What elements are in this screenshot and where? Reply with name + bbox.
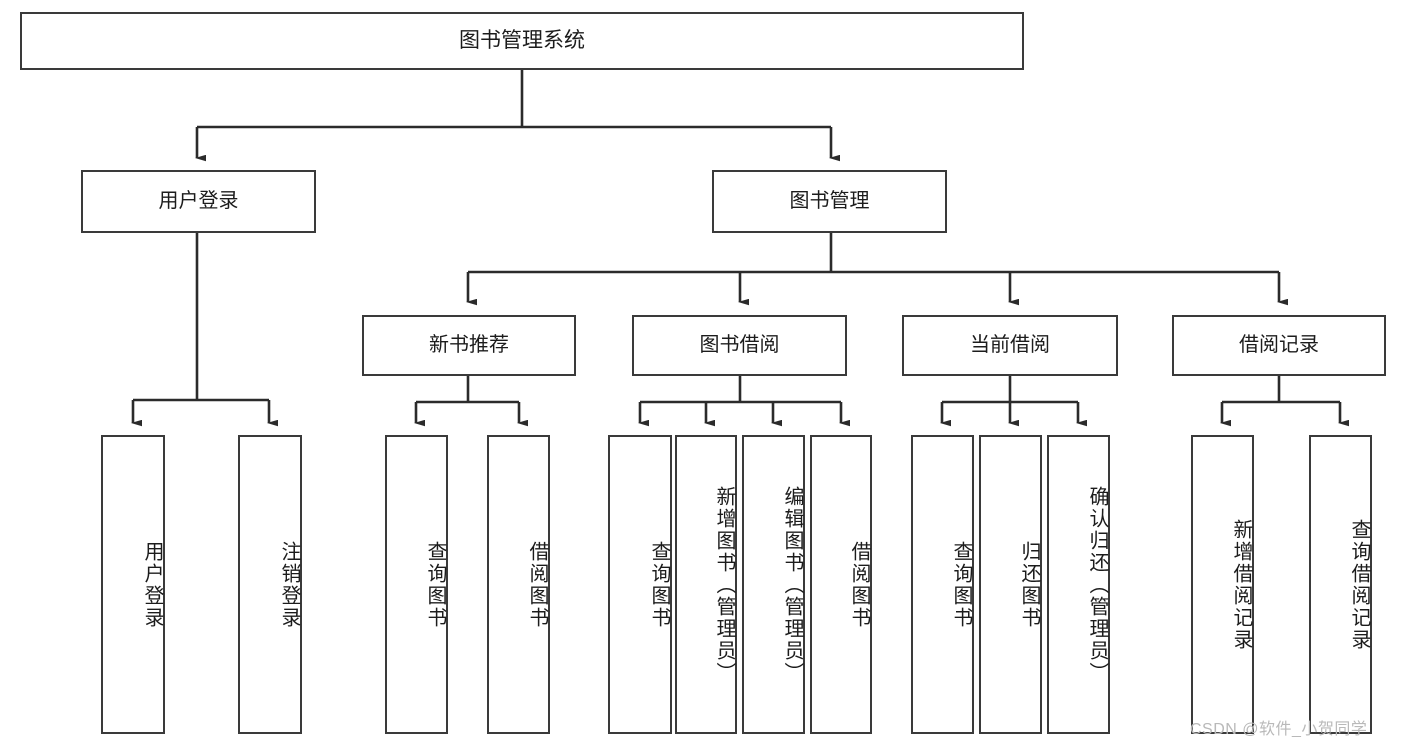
node-borrow-record[interactable]: 借阅记录: [1172, 315, 1386, 376]
leaf-query-book-borrow[interactable]: 查询图书: [608, 435, 672, 734]
node-user-login[interactable]: 用户登录: [81, 170, 316, 233]
node-label: 查询图书: [950, 540, 972, 629]
leaf-borrow-book[interactable]: 借阅图书: [810, 435, 872, 734]
leaf-edit-book-admin[interactable]: 编辑图书（管理员）: [742, 435, 805, 734]
node-label: 归还图书: [1018, 540, 1040, 629]
node-label: 注销登录: [278, 540, 300, 629]
node-label: 当前借阅: [970, 333, 1050, 356]
node-label: 查询图书: [648, 540, 670, 629]
node-label: 确认归还（管理员）: [1086, 485, 1108, 684]
leaf-query-borrow-record[interactable]: 查询借阅记录: [1309, 435, 1372, 734]
node-label: 新增图书（管理员）: [713, 485, 735, 684]
leaf-logout-login[interactable]: 注销登录: [238, 435, 302, 734]
leaf-borrow-book-recommend[interactable]: 借阅图书: [487, 435, 550, 734]
node-label: 编辑图书（管理员）: [781, 485, 803, 684]
node-label: 图书借阅: [699, 333, 780, 356]
leaf-confirm-return-admin[interactable]: 确认归还（管理员）: [1047, 435, 1110, 734]
node-book-management[interactable]: 图书管理: [712, 170, 947, 233]
node-current-borrow[interactable]: 当前借阅: [902, 315, 1118, 376]
node-label: 用户登录: [141, 540, 163, 629]
node-label: 借阅记录: [1239, 333, 1319, 356]
node-label: 查询图书: [424, 540, 446, 629]
leaf-query-book-recommend[interactable]: 查询图书: [385, 435, 448, 734]
node-label: 图书管理: [789, 189, 870, 212]
csdn-watermark: CSDN @软件_小贺同学: [1190, 721, 1368, 738]
node-label: 查询借阅记录: [1348, 518, 1370, 651]
node-label: 图书管理系统: [459, 28, 585, 52]
leaf-user-login[interactable]: 用户登录: [101, 435, 165, 734]
node-label: 新增借阅记录: [1230, 518, 1252, 651]
node-new-book-recommend[interactable]: 新书推荐: [362, 315, 576, 376]
leaf-query-book-current[interactable]: 查询图书: [911, 435, 974, 734]
leaf-return-book[interactable]: 归还图书: [979, 435, 1042, 734]
node-label: 用户登录: [158, 189, 239, 212]
node-book-borrow[interactable]: 图书借阅: [632, 315, 847, 376]
node-label: 借阅图书: [848, 540, 870, 629]
node-label: 借阅图书: [526, 540, 548, 629]
node-root-book-management-system[interactable]: 图书管理系统: [20, 12, 1024, 70]
node-label: 新书推荐: [429, 333, 509, 356]
leaf-add-borrow-record[interactable]: 新增借阅记录: [1191, 435, 1254, 734]
leaf-add-book-admin[interactable]: 新增图书（管理员）: [675, 435, 737, 734]
